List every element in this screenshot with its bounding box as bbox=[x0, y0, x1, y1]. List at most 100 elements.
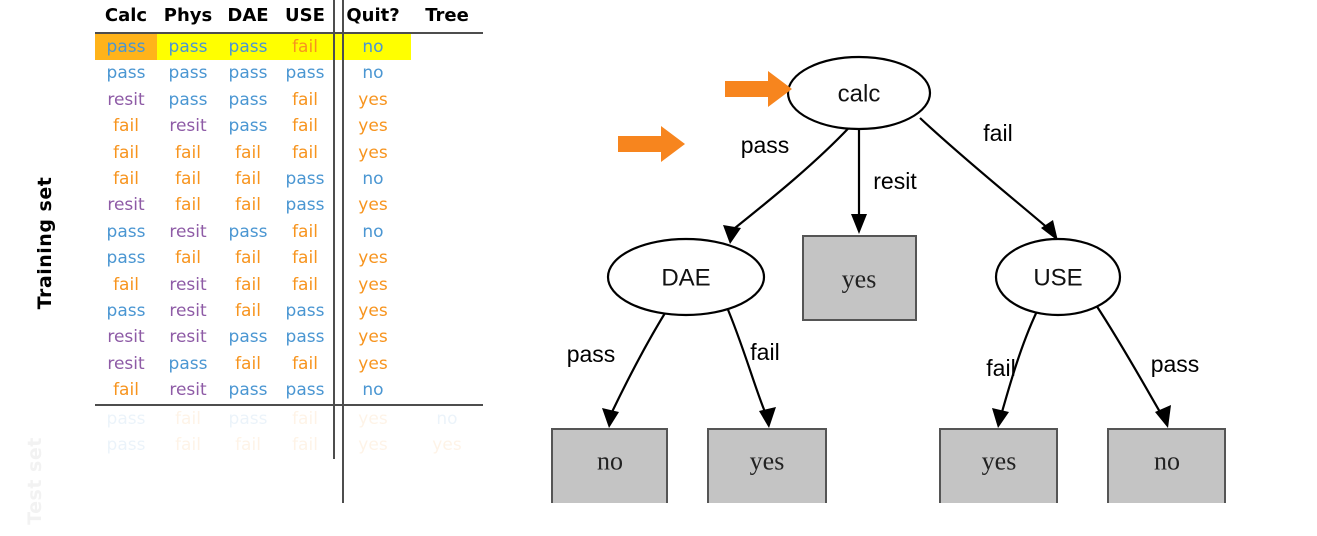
cell-use: fail bbox=[277, 33, 334, 61]
tree-node-calc[interactable] bbox=[786, 55, 932, 131]
cell-quit: yes bbox=[333, 404, 411, 433]
tree-leaf-dae-fail[interactable] bbox=[707, 428, 827, 503]
cell-tree bbox=[411, 377, 483, 406]
cell-quit: yes bbox=[333, 324, 411, 351]
tree-leaf-use-fail[interactable] bbox=[939, 428, 1058, 503]
cell-use: fail bbox=[292, 116, 318, 137]
cell-use: fail bbox=[292, 408, 318, 429]
cell-use: fail bbox=[292, 142, 318, 163]
cell-phys: fail bbox=[175, 169, 201, 190]
cell-tree bbox=[411, 60, 483, 86]
cell-tree bbox=[411, 33, 483, 60]
cell-use: pass bbox=[285, 327, 325, 348]
arrowhead-calc-pass bbox=[723, 225, 741, 244]
cell-phys: fail bbox=[175, 248, 201, 269]
cell-quit: yes bbox=[333, 139, 411, 167]
tree-node-calc-label: calc bbox=[838, 81, 881, 108]
cell-phys: resit bbox=[169, 116, 207, 137]
cell-calc: fail bbox=[95, 377, 157, 406]
decision-tree-svg: calc DAE USE yes no yes yes no pass resi… bbox=[551, 55, 1226, 503]
cell-phys: fail bbox=[175, 195, 201, 216]
cell-use: fail bbox=[292, 89, 318, 110]
cell-dae: fail bbox=[235, 435, 261, 456]
cell-use: fail bbox=[292, 274, 318, 295]
edge-dae-pass bbox=[611, 304, 671, 413]
tree-leaf-use-pass[interactable] bbox=[1107, 428, 1226, 503]
cell-phys: pass bbox=[168, 89, 208, 110]
cell-phys: fail bbox=[175, 142, 201, 163]
cell-calc: pass bbox=[106, 248, 146, 269]
cell-calc: pass bbox=[106, 408, 146, 429]
edge-use-pass bbox=[1095, 304, 1161, 413]
cell-phys: resit bbox=[157, 377, 219, 406]
edge-calc-fail bbox=[919, 117, 1051, 231]
arrowhead-calc-resit bbox=[851, 214, 867, 234]
cell-quit: no bbox=[333, 166, 411, 193]
cell-dae: pass bbox=[228, 408, 268, 429]
decision-tree-panel: calc DAE USE yes no yes yes no pass resi… bbox=[520, 0, 1317, 503]
cell-quit: no bbox=[333, 218, 411, 246]
cell-tree bbox=[411, 140, 483, 166]
cell-phys: pass bbox=[157, 33, 219, 61]
cell-calc: pass bbox=[95, 33, 157, 61]
tree-leaf-dae-pass-label: no bbox=[597, 447, 623, 476]
cell-quit: yes bbox=[333, 86, 411, 114]
edge-label-dae-fail: fail bbox=[750, 339, 779, 365]
column-header-tree: Tree bbox=[411, 0, 483, 34]
cell-quit: yes bbox=[333, 192, 411, 219]
column-header-phys: Phys bbox=[157, 0, 219, 34]
cell-tree bbox=[411, 219, 483, 245]
training-data-table-panel: Training set Test set Calc Phys DAE USE … bbox=[0, 0, 520, 525]
cell-quit: yes bbox=[333, 350, 411, 378]
cell-phys: resit bbox=[169, 221, 207, 242]
training-set-label: Training set bbox=[34, 176, 56, 310]
cell-use: pass bbox=[277, 377, 334, 406]
cell-use: fail bbox=[292, 353, 318, 374]
edge-label-calc-resit: resit bbox=[873, 168, 917, 194]
cell-calc: resit bbox=[107, 327, 145, 348]
cell-quit: yes bbox=[333, 113, 411, 140]
tree-node-dae[interactable] bbox=[606, 237, 766, 317]
arrowhead-calc-fail bbox=[1041, 220, 1058, 241]
arrowhead-use-pass bbox=[1155, 405, 1171, 428]
tree-leaf-dae-fail-label: yes bbox=[750, 447, 785, 476]
cell-calc: pass bbox=[106, 301, 146, 322]
edge-use-fail bbox=[1000, 304, 1041, 413]
cell-dae: fail bbox=[235, 274, 261, 295]
cell-tree bbox=[411, 166, 483, 192]
cell-tree: no bbox=[436, 408, 458, 429]
cell-quit: no bbox=[333, 377, 411, 406]
cell-tree bbox=[411, 87, 483, 113]
column-header-use: USE bbox=[277, 0, 334, 34]
hint-arrow-to-calc-node bbox=[725, 71, 792, 107]
cell-calc: fail bbox=[113, 142, 139, 163]
cell-tree: yes bbox=[432, 435, 462, 456]
tree-leaf-resit[interactable] bbox=[802, 235, 917, 321]
cell-dae: pass bbox=[228, 221, 268, 242]
tree-leaf-resit-label: yes bbox=[842, 265, 877, 294]
test-set-label: Test set bbox=[24, 437, 46, 525]
column-header-quit: Quit? bbox=[333, 0, 411, 34]
cell-dae: pass bbox=[228, 63, 268, 84]
tree-leaf-dae-pass[interactable] bbox=[551, 428, 668, 503]
tree-leaf-use-pass-label: no bbox=[1154, 447, 1180, 476]
column-header-dae: DAE bbox=[219, 0, 277, 34]
edge-dae-fail bbox=[724, 304, 767, 413]
cell-phys: resit bbox=[169, 274, 207, 295]
cell-dae: fail bbox=[235, 142, 261, 163]
cell-phys: fail bbox=[175, 435, 201, 456]
cell-use: pass bbox=[285, 195, 325, 216]
quit-column-divider bbox=[342, 0, 344, 503]
tree-node-use[interactable] bbox=[994, 237, 1122, 317]
cell-tree bbox=[411, 298, 483, 324]
cell-calc: pass bbox=[106, 221, 146, 242]
